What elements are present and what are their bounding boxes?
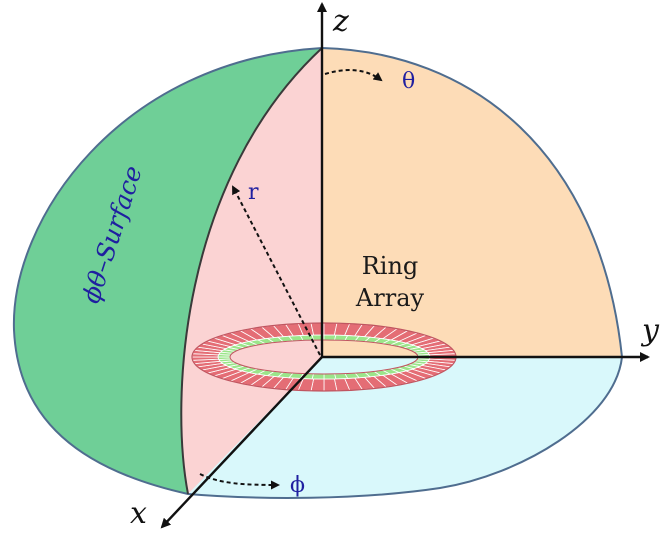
ring-array (191, 322, 457, 392)
x-axis-label: x (130, 496, 147, 531)
phi-theta-surface (13, 48, 322, 494)
y-axis-label: y (640, 313, 660, 348)
theta-arrow (324, 69, 383, 82)
ring-label-line2: Array (355, 284, 425, 312)
ring-inner-element (323, 334, 337, 341)
meridian-outline (180, 47, 323, 495)
floor-face (188, 357, 622, 498)
ring-inner-element (334, 373, 349, 380)
theta-label: θ (402, 69, 415, 94)
phi-arrow (199, 473, 280, 490)
z-axis-label: z (332, 4, 349, 39)
ring-inner-element (323, 373, 337, 380)
ring-label-line1: Ring (362, 252, 419, 280)
right-quarter-face (322, 48, 622, 357)
ring-outer-element (323, 378, 338, 392)
x-axis (160, 356, 323, 529)
radius-arrow (232, 185, 321, 356)
ring-inner-element (311, 373, 325, 380)
outer-arc-outline (12, 46, 624, 499)
phi-label: ϕ (290, 473, 305, 498)
radius-label: r (248, 180, 259, 205)
